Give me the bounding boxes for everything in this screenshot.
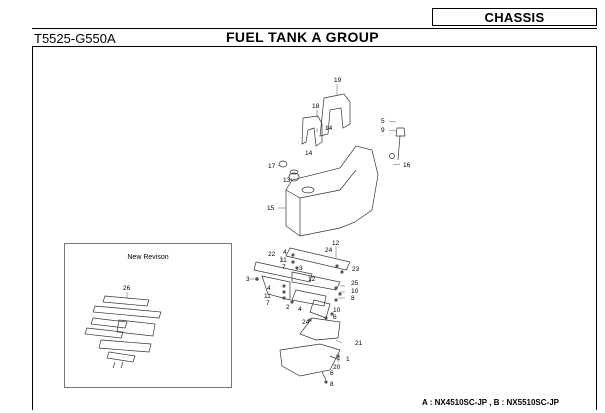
model-footnote: A : NX4510SC-JP , B : NX5510SC-JP bbox=[422, 398, 559, 407]
inset-drawing: 26 bbox=[84, 285, 162, 369]
page-title: FUEL TANK A GROUP bbox=[225, 29, 380, 45]
callout-3: 3 bbox=[246, 276, 250, 283]
fuel-cap bbox=[288, 172, 300, 182]
callout-9: 9 bbox=[381, 127, 385, 134]
callout-10: 10 bbox=[333, 307, 341, 314]
bracket-2 bbox=[291, 289, 327, 307]
callout-25: 25 bbox=[351, 280, 359, 287]
tank-filler-neck bbox=[301, 186, 315, 194]
callout-12: 12 bbox=[308, 276, 316, 283]
section-label: CHASSIS bbox=[432, 8, 597, 26]
header-rule bbox=[32, 28, 597, 29]
part-17 bbox=[278, 160, 288, 168]
plate-21 bbox=[299, 317, 341, 341]
callout-7: 7 bbox=[266, 300, 270, 307]
tank-bracket-19 bbox=[319, 93, 351, 137]
bracket-22 bbox=[253, 261, 313, 283]
callout-4: 4 bbox=[283, 249, 287, 256]
callout-19: 19 bbox=[334, 77, 342, 84]
callout-21: 21 bbox=[355, 340, 363, 347]
diagram-frame bbox=[32, 46, 597, 410]
callout-20: 20 bbox=[333, 364, 341, 371]
callout-8: 8 bbox=[351, 295, 355, 302]
callout-5: 5 bbox=[381, 118, 385, 125]
callout-3: 3 bbox=[299, 265, 303, 272]
callout-24: 24 bbox=[302, 319, 310, 326]
callout-11: 11 bbox=[280, 257, 287, 264]
callout-7: 7 bbox=[282, 264, 286, 271]
callout-14: 14 bbox=[305, 150, 313, 157]
revision-inset: New Revison 26 bbox=[64, 243, 232, 388]
fuel-tank-edge bbox=[285, 169, 357, 199]
callout-10: 10 bbox=[351, 288, 359, 295]
part-code: T5525-G550A bbox=[34, 31, 116, 46]
bracket-upper bbox=[285, 247, 351, 271]
bracket-23 bbox=[291, 271, 341, 291]
callout-4: 4 bbox=[267, 285, 271, 292]
callout-11: 11 bbox=[264, 293, 271, 300]
plate-20 bbox=[279, 343, 341, 377]
inset-callout-26: 26 bbox=[123, 285, 131, 292]
callout-17: 17 bbox=[268, 163, 276, 170]
callout-14: 14 bbox=[325, 125, 333, 132]
callout-6: 6 bbox=[333, 314, 337, 321]
callout-1: 1 bbox=[346, 356, 350, 363]
callout-13: 13 bbox=[283, 177, 291, 184]
callout-2: 2 bbox=[286, 304, 290, 311]
fuel-tank bbox=[285, 145, 379, 237]
callout-24: 24 bbox=[325, 247, 333, 254]
callout-22: 22 bbox=[268, 251, 276, 258]
callout-16: 16 bbox=[403, 162, 411, 169]
callout-4: 4 bbox=[298, 306, 302, 313]
callout-18: 18 bbox=[312, 103, 320, 110]
callout-labels: 19 18 14 14 17 13 15 5 9 16 12 22 4 11 7… bbox=[246, 77, 411, 388]
inset-title: New Revison bbox=[127, 254, 169, 261]
callout-6: 6 bbox=[330, 370, 334, 377]
callout-23: 23 bbox=[352, 266, 360, 273]
callout-15: 15 bbox=[267, 205, 275, 212]
fuel-sender bbox=[395, 127, 406, 137]
tank-bracket-18 bbox=[301, 115, 323, 147]
callout-8: 8 bbox=[330, 381, 334, 388]
callout-12: 12 bbox=[332, 240, 340, 247]
